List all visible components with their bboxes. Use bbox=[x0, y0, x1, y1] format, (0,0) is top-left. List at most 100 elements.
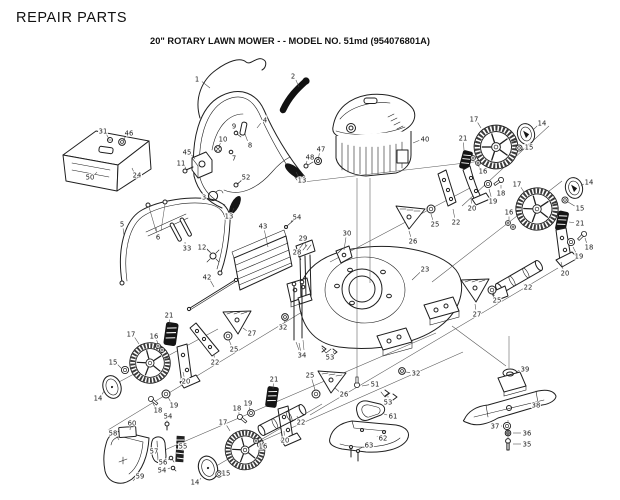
part-label-2: 2 bbox=[291, 72, 295, 80]
leader-line bbox=[405, 371, 411, 373]
model-subtitle: 20" ROTARY LAWN MOWER - - MODEL NO. 51md… bbox=[150, 36, 430, 46]
part-label-14: 14 bbox=[94, 394, 103, 402]
leader-line bbox=[580, 183, 584, 187]
part-label-16: 16 bbox=[150, 332, 159, 340]
leader-line bbox=[488, 188, 492, 197]
part-label-55: 55 bbox=[179, 442, 188, 450]
leader-line bbox=[218, 142, 221, 148]
part-label-14: 14 bbox=[585, 178, 594, 186]
part-label-14: 14 bbox=[191, 478, 200, 486]
part-label-16: 16 bbox=[259, 442, 268, 450]
part-label-7: 7 bbox=[232, 154, 236, 162]
leader-line bbox=[228, 339, 232, 346]
leader-line bbox=[477, 122, 482, 129]
leader-line bbox=[567, 201, 575, 207]
leader-line bbox=[343, 237, 347, 251]
part-label-17: 17 bbox=[219, 418, 228, 426]
part-label-18: 18 bbox=[497, 189, 506, 197]
height-adjuster-group-rr bbox=[460, 196, 589, 303]
height-adjuster-group-lr bbox=[215, 370, 347, 478]
leader-line bbox=[177, 446, 182, 449]
leader-line bbox=[155, 227, 157, 233]
part-label-63: 63 bbox=[365, 441, 374, 449]
part-label-10: 10 bbox=[219, 135, 228, 143]
handle-rod-part42 bbox=[186, 277, 239, 312]
leader-line bbox=[237, 179, 242, 185]
upper-handle bbox=[192, 91, 306, 209]
leader-line bbox=[256, 123, 261, 129]
part-label-19: 19 bbox=[170, 401, 179, 409]
part-label-12: 12 bbox=[198, 243, 207, 251]
part-label-25: 25 bbox=[493, 296, 502, 304]
part-label-42: 42 bbox=[203, 273, 212, 281]
leader-line bbox=[411, 271, 421, 281]
leader-line bbox=[356, 446, 364, 451]
leader-line bbox=[521, 148, 524, 151]
leader-line bbox=[184, 166, 187, 170]
handle-grips-part13 bbox=[229, 163, 304, 215]
part-label-32: 32 bbox=[412, 369, 421, 377]
blade-bolt-stack bbox=[502, 421, 512, 451]
part-label-17: 17 bbox=[470, 115, 479, 123]
part-label-4: 4 bbox=[263, 116, 267, 124]
part-label-3: 3 bbox=[202, 193, 206, 201]
handle-hardware bbox=[207, 121, 295, 229]
part-label-22: 22 bbox=[211, 358, 220, 366]
part-label-48: 48 bbox=[306, 153, 315, 161]
leader-line bbox=[101, 390, 105, 395]
part-label-27: 27 bbox=[248, 329, 257, 337]
leader-line bbox=[295, 171, 299, 177]
page-title: REPAIR PARTS bbox=[16, 10, 128, 26]
leader-line bbox=[231, 207, 235, 213]
part-label-8: 8 bbox=[248, 141, 252, 149]
part-label-15: 15 bbox=[222, 469, 231, 477]
engine-mount-hardware bbox=[303, 157, 322, 169]
part-label-16: 16 bbox=[479, 167, 488, 175]
part-label-6: 6 bbox=[156, 233, 160, 241]
wheel-right-front bbox=[468, 119, 523, 174]
part-label-31: 31 bbox=[99, 127, 108, 135]
part-label-13: 13 bbox=[225, 212, 234, 220]
leader-line bbox=[298, 342, 301, 351]
leader-line bbox=[520, 187, 525, 193]
part-label-57: 57 bbox=[150, 447, 159, 455]
leader-line bbox=[242, 327, 247, 332]
leader-line bbox=[333, 350, 335, 354]
leader-line bbox=[560, 261, 564, 269]
part-label-29: 29 bbox=[299, 234, 308, 242]
leader-line bbox=[117, 364, 122, 369]
leader-line bbox=[106, 134, 110, 140]
leader-line bbox=[249, 407, 251, 412]
deck-front-bracket-group bbox=[321, 204, 436, 401]
leader-line bbox=[305, 160, 308, 165]
part-label-34: 34 bbox=[298, 351, 307, 359]
leader-line bbox=[264, 230, 269, 248]
part-label-35: 35 bbox=[523, 440, 532, 448]
part-label-27: 27 bbox=[473, 310, 482, 318]
leader-line bbox=[476, 162, 480, 168]
leader-line bbox=[532, 125, 538, 131]
leader-line bbox=[311, 379, 316, 391]
leader-line bbox=[452, 208, 455, 218]
part-label-56: 56 bbox=[159, 458, 168, 466]
part-label-28: 28 bbox=[293, 248, 302, 256]
part-label-22: 22 bbox=[452, 218, 461, 226]
part-label-19: 19 bbox=[489, 197, 498, 205]
part-label-23: 23 bbox=[421, 265, 430, 273]
leader-line bbox=[226, 425, 231, 432]
leader-line bbox=[94, 171, 98, 175]
blade bbox=[462, 389, 557, 426]
part-label-36: 36 bbox=[523, 429, 532, 437]
part-label-22: 22 bbox=[524, 283, 533, 291]
part-label-21: 21 bbox=[459, 134, 468, 142]
leader-line bbox=[182, 371, 185, 377]
leader-line bbox=[168, 458, 170, 461]
part-label-20: 20 bbox=[182, 377, 191, 385]
height-adjuster-group-lf bbox=[120, 310, 252, 407]
leader-line bbox=[408, 230, 412, 237]
part-label-25: 25 bbox=[230, 345, 239, 353]
part-label-20: 20 bbox=[281, 436, 290, 444]
leader-line bbox=[167, 467, 171, 470]
leader-line bbox=[463, 142, 465, 151]
